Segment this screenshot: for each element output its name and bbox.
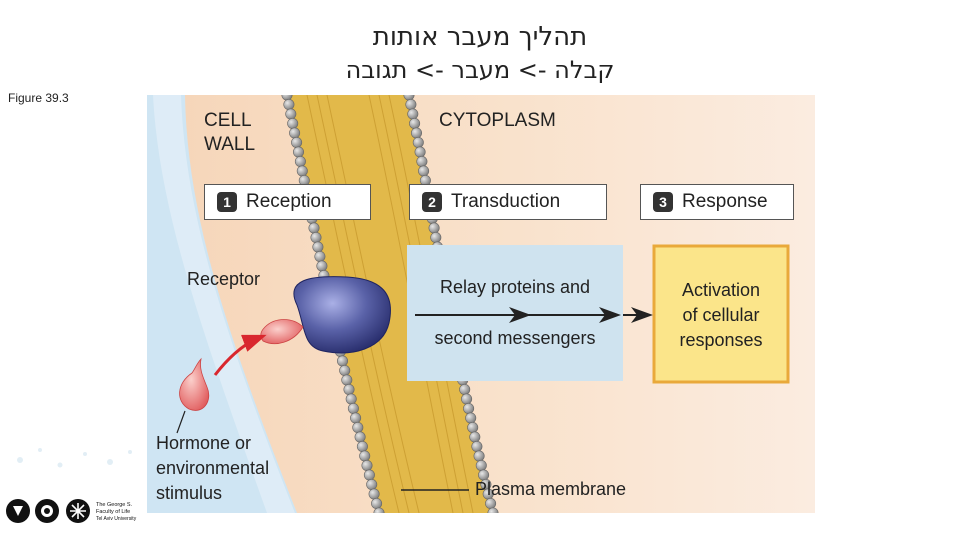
plasma-membrane-label: Plasma membrane (475, 479, 627, 499)
hormone-free (179, 357, 210, 411)
university-logo-emblems (6, 499, 90, 523)
hormone-bound (260, 319, 304, 344)
phospholipid-head (316, 260, 328, 272)
logo-text-3: Tel Aviv University (96, 516, 137, 522)
phospholipid-head (314, 251, 326, 263)
response-line-1: Activation (681, 280, 761, 300)
phospholipid-head (308, 222, 320, 234)
phospholipid-head (414, 146, 426, 158)
figure-label: Figure 39.3 (8, 91, 69, 105)
phospholipid-head (430, 232, 442, 244)
response-text: Activation of cellular responses (654, 278, 788, 353)
title-line-1: תהליך מעבר אותות (372, 22, 588, 52)
phospholipid-head (407, 108, 419, 120)
response-line-2: of cellular (682, 305, 760, 325)
step-number-3: 3 (653, 192, 673, 212)
phospholipid-head (467, 421, 479, 433)
phospholipid-head (354, 431, 366, 443)
phospholipid-head (463, 402, 475, 414)
phospholipid-head (475, 459, 487, 471)
phospholipid-head (469, 431, 481, 443)
phospholipid-head (312, 241, 324, 253)
step-number-1: 1 (217, 192, 237, 212)
phospholipid-head (473, 450, 485, 462)
cell-wall-label: CELL WALL (204, 110, 256, 155)
title-line-2: קבלה -> מעבר -> תגובה (345, 56, 615, 84)
logo-text-2: Faculty of Life (96, 509, 130, 515)
phospholipid-head (418, 165, 430, 177)
phospholipid-head (352, 421, 364, 433)
response-box (652, 244, 790, 384)
phospholipid-head (366, 478, 378, 490)
phospholipid-head (339, 364, 351, 376)
phospholipid-head (363, 469, 375, 481)
phospholipid-head (359, 450, 371, 462)
hormone-line-2: environmental (156, 458, 270, 478)
step-reception: 1 Reception (204, 184, 371, 220)
step-transduction: 2 Transduction (409, 184, 607, 220)
response-line-3: responses (679, 330, 763, 350)
receptor-protein (293, 276, 391, 354)
hormone-label: Hormone or environmental stimulus (156, 431, 269, 506)
relay-label-line-1: Relay proteins and (439, 277, 591, 297)
phospholipid-head (350, 412, 362, 424)
phospholipid-head (416, 155, 428, 167)
footer-decoration: The George S. Faculty of Life Tel Aviv U… (6, 448, 137, 523)
hormone-leader-line (176, 410, 186, 434)
phospholipid-head (428, 222, 440, 234)
phospholipid-head (343, 383, 355, 395)
logo-text-1: The George S. (96, 502, 133, 508)
phospholipid-head (285, 108, 297, 120)
phospholipid-head (412, 136, 424, 148)
step-response: 3 Response (640, 184, 794, 220)
phospholipid-head (341, 374, 353, 386)
hormone-line-3: stimulus (156, 483, 223, 503)
phospholipid-head (347, 402, 359, 414)
cytoplasm-label: CYTOPLASM (439, 110, 556, 131)
phospholipid-head (296, 165, 308, 177)
signal-transduction-diagram: CELL WALL CYTOPLASM 1 Reception 2 Transd… (147, 95, 815, 513)
phospholipid-head (361, 459, 373, 471)
phospholipid-head (461, 393, 473, 405)
phospholipid-head (465, 412, 477, 424)
phospholipid-head (310, 232, 322, 244)
phospholipid-head (356, 440, 368, 452)
step-label-response: Response (682, 191, 768, 212)
phospholipid-head (291, 136, 303, 148)
step-label-transduction: Transduction (451, 191, 561, 212)
phospholipid-head (294, 155, 306, 167)
phospholipid-head (409, 117, 421, 129)
phospholipid-head (471, 440, 483, 452)
hormone-line-1: Hormone or (156, 433, 252, 453)
phospholipid-head (293, 146, 305, 158)
hormone-binding-arrow (213, 334, 267, 376)
phospholipid-head (345, 393, 357, 405)
relay-proteins-box (407, 245, 623, 381)
phospholipid-head (371, 497, 383, 509)
phospholipid-head (289, 127, 301, 139)
phospholipid-head (337, 355, 349, 367)
receptor-label: Receptor (187, 269, 261, 289)
phospholipid-head (405, 99, 417, 110)
snowflake-pattern (17, 448, 132, 468)
phospholipid-head (410, 127, 422, 139)
relay-label-line-2: second messengers (434, 328, 596, 348)
phospholipid-head (283, 99, 295, 110)
phospholipid-head (287, 117, 299, 129)
step-number-2: 2 (422, 192, 442, 212)
step-label-reception: Reception (246, 191, 332, 212)
phospholipid-head (459, 383, 471, 395)
phospholipid-head (368, 488, 380, 500)
